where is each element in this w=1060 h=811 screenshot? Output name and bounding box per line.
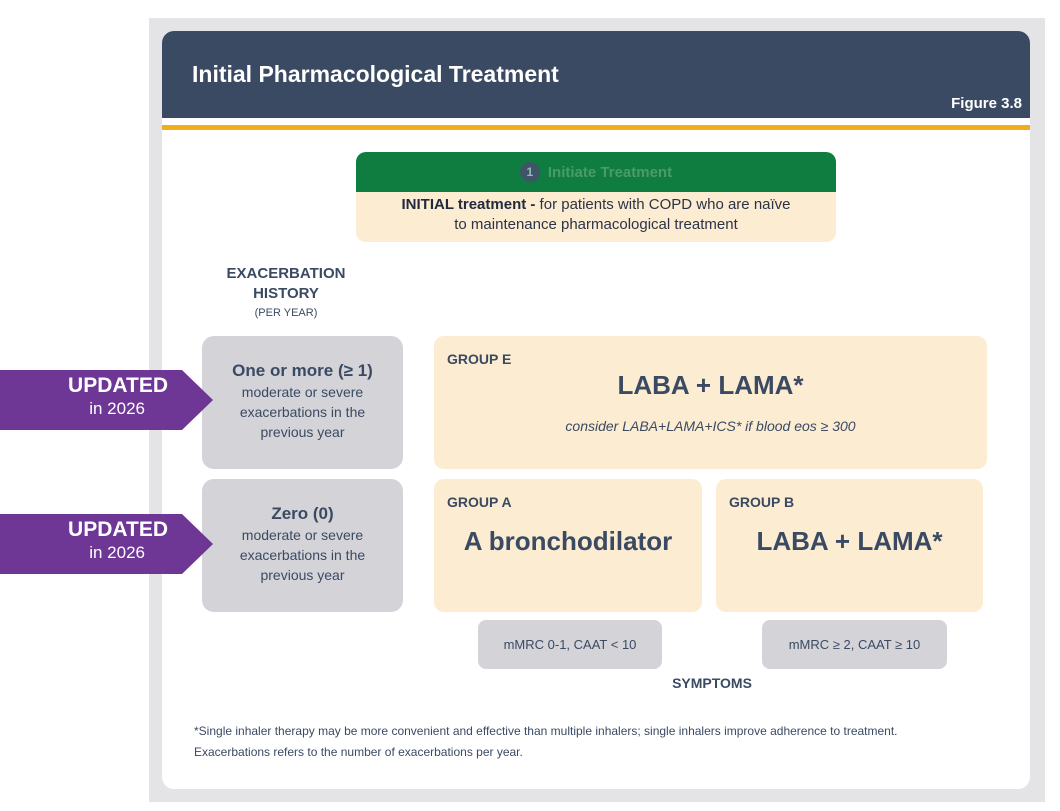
group-a-box: GROUP A A bronchodilator [434,479,702,612]
initiate-treatment-body: INITIAL treatment - for patients with CO… [356,192,836,235]
updated-badge: UPDATED in 2026 [0,514,213,574]
group-e-box: GROUP E LABA + LAMA* consider LABA+LAMA+… [434,336,987,469]
updated-badge: UPDATED in 2026 [0,370,213,430]
initiate-treatment-box: 1 Initiate Treatment INITIAL treatment -… [356,152,836,242]
group-b-treatment: LABA + LAMA* [756,526,943,556]
zero-line2: exacerbations in the [239,547,366,563]
group-e-label: GROUP E [447,351,512,367]
badge-arrow-shape [0,370,213,430]
badge-main-text: UPDATED [68,518,168,541]
zero-title: Zero (0) [271,504,334,523]
badge-sub-text: in 2026 [89,399,145,418]
group-a-treatment: A bronchodilator [463,526,673,556]
exacerbation-heading-sub: (PER YEAR) [254,307,318,319]
initiate-treatment-title: Initiate Treatment [547,163,673,181]
step-number-icon: 1 [519,162,540,182]
zero-line1: moderate or severe [241,527,364,543]
group-a-label: GROUP A [447,494,512,510]
page-title: Initial Pharmacological Treatment [192,61,559,87]
zero-line3: previous year [260,567,345,583]
footnote-line1: *Single inhaler therapy may be more conv… [194,724,898,738]
badge-arrow-shape [0,514,213,574]
group-e-treatment: LABA + LAMA* [617,370,804,400]
initial-treatment-bold: INITIAL treatment - [401,196,536,213]
accent-bar [162,125,1030,130]
group-b-label: GROUP B [729,494,795,510]
symptoms-high-box: mMRC ≥ 2, CAAT ≥ 10 [762,620,947,669]
exacerbation-history-heading: EXACERBATION HISTORY (PER YEAR) [200,264,372,320]
initial-treatment-line1: for patients with COPD who are naïve [535,196,791,213]
symptoms-label: SYMPTOMS [672,675,752,691]
figure-number: Figure 3.8 [951,95,1022,112]
exacerbation-one-or-more-box: One or more (≥ 1) moderate or severe exa… [202,336,403,469]
exacerbation-zero-box: Zero (0) moderate or severe exacerbation… [202,479,403,612]
symptoms-low-box: mMRC 0-1, CAAT < 10 [478,620,662,669]
group-b-box: GROUP B LABA + LAMA* [716,479,983,612]
group-e-note: consider LABA+LAMA+ICS* if blood eos ≥ 3… [565,418,856,434]
one-or-more-line3: previous year [260,424,345,440]
footnote: *Single inhaler therapy may be more conv… [194,721,1014,763]
one-or-more-title: One or more (≥ 1) [232,361,373,380]
exacerbation-heading-line2: HISTORY [253,285,319,302]
footnote-line2: Exacerbations refers to the number of ex… [194,745,523,759]
exacerbation-heading-line1: EXACERBATION [226,265,346,282]
initial-treatment-line2: to maintenance pharmacological treatment [454,216,738,233]
badge-sub-text: in 2026 [89,543,145,562]
one-or-more-line2: exacerbations in the [239,404,366,420]
figure-header: Initial Pharmacological Treatment Figure… [162,31,1030,118]
one-or-more-line1: moderate or severe [241,384,364,400]
badge-main-text: UPDATED [68,374,168,397]
initiate-treatment-header: 1 Initiate Treatment [356,152,836,192]
